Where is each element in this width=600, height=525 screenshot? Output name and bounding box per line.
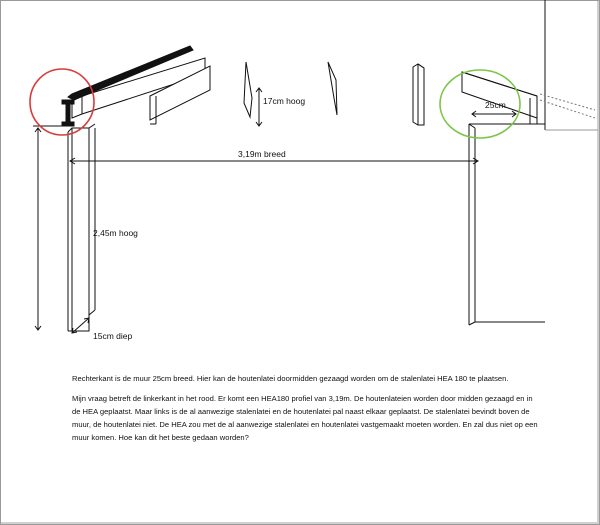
height-dimension-arrow — [255, 87, 263, 127]
hea-profile-left — [61, 99, 75, 127]
label-depth: 15cm diep — [93, 331, 132, 341]
profile-left — [243, 61, 253, 119]
paragraph-1: Rechterkant is de muur 25cm breed. Hier … — [72, 374, 509, 383]
right-green-circle — [439, 69, 521, 139]
right-wall — [468, 123, 545, 326]
cut-beam-piece — [149, 65, 211, 125]
label-25cm: 25cm — [485, 100, 506, 110]
paragraph-2: Mijn vraag betreft de linkerkant in het … — [72, 394, 538, 442]
span-dimension-arrow — [69, 157, 479, 165]
construction-diagram: 17cm hoog 25cm 3,19m breed — [29, 0, 598, 341]
label-span: 3,19m breed — [238, 149, 286, 159]
profile-right — [327, 61, 338, 116]
width-dimension-arrow — [471, 110, 517, 118]
label-17cm: 17cm hoog — [263, 96, 305, 106]
left-red-circle — [29, 68, 95, 136]
right-top-beam — [461, 71, 538, 124]
depth-dimension-arrow — [71, 317, 90, 334]
description-text: Rechterkant is de muur 25cm breed. Hier … — [72, 372, 542, 451]
left-wall — [33, 123, 96, 332]
right-wooden-beam — [412, 63, 425, 126]
label-wall-height: 2,45m hoog — [93, 228, 138, 238]
wall-height-arrow — [34, 127, 42, 331]
